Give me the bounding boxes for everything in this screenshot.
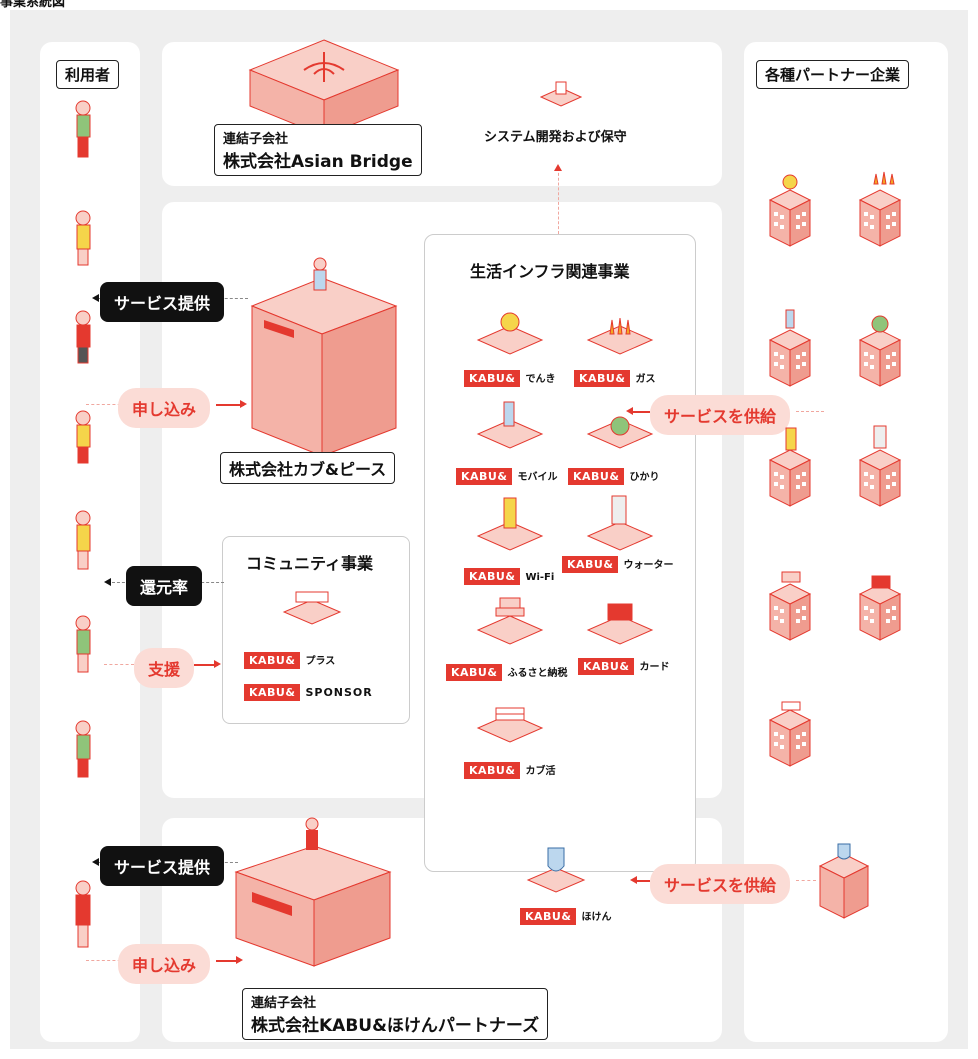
infra-platforms xyxy=(476,312,654,743)
apply-pill-2: 申し込み xyxy=(118,944,211,984)
dev-connector xyxy=(558,168,559,234)
hoken-partners-label: 連結子会社 株式会社KABU&ほけんパートナーズ xyxy=(242,988,549,1040)
infra-title: 生活インフラ関連事業 xyxy=(470,262,630,281)
hoken-user-figure xyxy=(75,880,91,948)
system-dev-label: システム開発および保守 xyxy=(484,130,627,145)
apply-line-1 xyxy=(86,404,126,405)
hoken-shield-icon xyxy=(526,847,586,893)
apply-arrow-head-2 xyxy=(236,956,243,964)
hoken-partner-building xyxy=(818,843,870,919)
community-icon xyxy=(282,591,342,625)
service-provide-arrow-1 xyxy=(92,294,99,302)
support-arrow-line xyxy=(194,664,218,666)
apply-arrow-head-1 xyxy=(240,400,247,408)
user-figures xyxy=(75,100,91,778)
apply-arrow-line-1 xyxy=(216,404,244,406)
kabu-peace-label: 株式会社カブ&ピース xyxy=(220,452,396,484)
service-provide-pill-1: サービス提供 xyxy=(100,282,225,322)
community-title: コミュニティ事業 xyxy=(246,554,374,573)
infra-service-hikari[interactable]: KABU&ひかり xyxy=(568,468,659,485)
support-line xyxy=(104,664,134,665)
infra-service-gas[interactable]: KABU&ガス xyxy=(574,370,655,387)
service-provide-arrow-2 xyxy=(92,858,99,866)
infra-service-water[interactable]: KABU&ウォーター xyxy=(562,556,673,573)
supply-arrow-head-2 xyxy=(630,876,637,884)
dev-arrow-head xyxy=(554,164,562,171)
service-provide-pill-2: サービス提供 xyxy=(100,846,225,886)
community-item-plus[interactable]: KABU&プラス xyxy=(244,652,335,669)
supply-arrow-line-2 xyxy=(636,880,650,882)
infra-service-denki[interactable]: KABU&でんき xyxy=(464,370,555,387)
infra-service-kabukatsu[interactable]: KABU&カブ活 xyxy=(464,762,555,779)
infra-service-mobile[interactable]: KABU&モバイル xyxy=(456,468,557,485)
partners-title: 各種パートナー企業 xyxy=(756,60,910,89)
users-title: 利用者 xyxy=(56,60,120,89)
support-pill: 支援 xyxy=(134,648,195,688)
server-icon xyxy=(540,81,582,107)
apply-arrow-line-2 xyxy=(216,960,240,962)
supply-arrow-line-1 xyxy=(632,411,650,413)
top-caption: 事業系統図 xyxy=(0,0,66,10)
supply-dash-2 xyxy=(796,880,816,881)
infra-service-wifi[interactable]: KABU&Wi-Fi xyxy=(464,568,554,585)
apply-pill-1: 申し込み xyxy=(118,388,211,428)
infra-service-card[interactable]: KABU&カード xyxy=(578,658,669,675)
hoken-building-icon xyxy=(234,817,392,967)
return-rate-pill: 還元率 xyxy=(126,566,203,606)
support-arrow-head xyxy=(214,660,221,668)
kabu-peace-building-icon xyxy=(250,257,398,457)
supply-pill-1: サービスを供給 xyxy=(650,395,791,435)
supply-arrow-head-1 xyxy=(626,407,633,415)
asian-bridge-label: 連結子会社 株式会社Asian Bridge xyxy=(214,124,422,176)
apply-line-2 xyxy=(86,960,126,961)
supply-dash-1 xyxy=(796,411,824,412)
infra-service-furusato[interactable]: KABU&ふるさと納税 xyxy=(446,664,567,681)
supply-pill-2: サービスを供給 xyxy=(650,864,791,904)
asian-bridge-block-icon xyxy=(248,39,400,137)
partner-buildings xyxy=(769,171,901,767)
hoken-service[interactable]: KABU&ほけん xyxy=(520,908,611,925)
return-rate-arrow xyxy=(104,578,111,586)
community-item-sponsor[interactable]: KABU&SPONSOR xyxy=(244,684,373,701)
